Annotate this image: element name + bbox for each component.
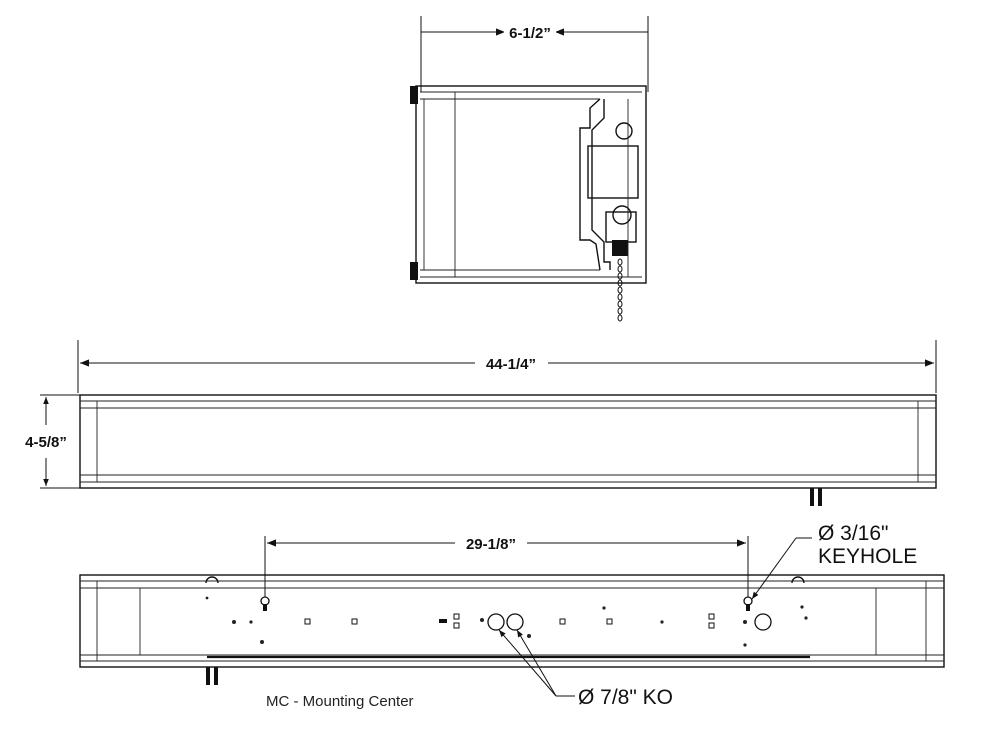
- mounting-center-dimension: 29-1/8”: [466, 536, 516, 553]
- end-width-dimension: 6-1/2”: [509, 25, 551, 42]
- keyhole-label: KEYHOLE: [818, 545, 917, 568]
- end-view: 6-1/2”: [410, 16, 649, 322]
- knockout-3: [754, 613, 772, 631]
- knockout-1: [487, 613, 505, 631]
- keyhole-right: [743, 596, 753, 611]
- knockout-2: [506, 613, 524, 631]
- keyhole-callout: Ø 3/16" KEYHOLE: [751, 522, 917, 600]
- pull-chain: [617, 258, 623, 322]
- height-dimension: 4-5/8”: [25, 434, 67, 451]
- front-view: 44-1/4” 4-5/8”: [25, 340, 937, 506]
- back-view: 29-1/8”: [79, 536, 945, 685]
- keyhole-size-label: Ø 3/16": [818, 522, 889, 545]
- mounting-center-note: MC - Mounting Center: [266, 693, 414, 710]
- overall-length-dimension: 44-1/4”: [486, 356, 536, 373]
- knockout-callout: Ø 7/8" KO: [498, 629, 673, 709]
- knockout-label: Ø 7/8" KO: [578, 686, 673, 709]
- keyhole-left: [260, 596, 270, 611]
- back-small-features: [205, 596, 808, 647]
